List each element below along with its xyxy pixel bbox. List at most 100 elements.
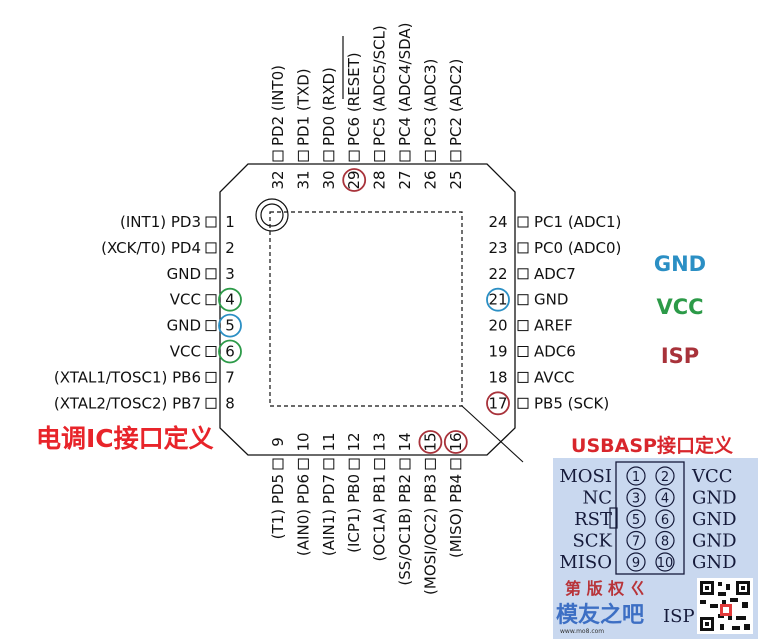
- pin-label-right-4: AREF: [534, 317, 573, 335]
- pin-label-bottom-2: (AIN1) PD7: [320, 474, 338, 556]
- usbasp-pin-number-b-4: 10: [657, 556, 674, 571]
- legend-gnd: GND: [654, 252, 706, 276]
- pin-number-right-3: 21: [488, 291, 507, 309]
- pin-label-top-2: PD0 (RXD): [320, 67, 338, 146]
- pin-number-bottom-1: 10: [294, 432, 312, 451]
- pin-pad-top-7: [450, 150, 462, 162]
- pin-label-bottom-5: (SS/OC1B) PB2: [396, 474, 414, 586]
- pin-label-left-6: (XTAL1/TOSC1) PB6: [54, 368, 201, 386]
- pin-label-left-5: VCC: [170, 343, 201, 361]
- pin-number-right-2: 22: [488, 265, 507, 283]
- pin-number-left-5: 6: [225, 343, 235, 361]
- usbasp-left-label-3: SCK: [572, 531, 612, 552]
- usbasp-left-label-2: RST: [574, 509, 612, 530]
- pin-number-top-2: 30: [320, 170, 338, 189]
- pin-pad-bottom-5: [399, 458, 411, 470]
- pin1-marker-inner: [260, 203, 284, 227]
- pin-pad-top-1: [297, 150, 309, 162]
- watermark-calligraphy: 第 版 权 ㄍ: [565, 579, 646, 598]
- usbasp-pin-circle-a-2: [626, 509, 646, 529]
- pin-highlight-vcc-left-5: [218, 339, 242, 364]
- pin-pad-left-2: [205, 268, 217, 280]
- pin-label-top-7: PC2 (ADC2): [447, 59, 465, 146]
- pin-number-left-7: 8: [225, 394, 235, 412]
- pin-label-bottom-3: (ICP1) PB0: [345, 474, 363, 553]
- pin-label-bottom-1: (AIN0) PD6: [294, 474, 312, 556]
- usbasp-pin-circle-b-0: [655, 466, 675, 486]
- pin-pad-right-1: [517, 242, 529, 254]
- pin-pad-left-5: [205, 346, 217, 357]
- usbasp-pin-number-a-0: 1: [632, 470, 640, 485]
- pin-label-left-4: GND: [167, 317, 201, 335]
- pin-pad-top-0: [272, 150, 284, 162]
- pin-number-right-6: 18: [488, 368, 507, 386]
- pin-label-right-2: ADC7: [534, 265, 576, 283]
- pin-pad-right-2: [517, 268, 529, 280]
- chip-body: [219, 163, 524, 463]
- usbasp-pin-number-b-3: 8: [661, 535, 669, 550]
- pin-label-right-0: PC1 (ADC1): [534, 213, 621, 231]
- pin-pad-top-4: [374, 150, 386, 162]
- pin-label-right-5: ADC6: [534, 343, 576, 361]
- legend-vcc: VCC: [656, 295, 703, 319]
- usbasp-pin-number-a-3: 7: [632, 535, 640, 550]
- pin-label-right-6: AVCC: [534, 368, 575, 386]
- pin-number-bottom-5: 14: [396, 432, 414, 451]
- pin-label-bottom-4: (OC1A) PB1: [371, 474, 389, 561]
- pin-highlight-vcc-left-3: [218, 287, 242, 312]
- pin-pad-bottom-6: [424, 458, 436, 470]
- pin-label-right-1: PC0 (ADC0): [534, 239, 621, 257]
- pin-label-bottom-7: (MISO) PB4: [447, 474, 465, 558]
- pin-label-top-5: PC4 (ADC4/SDA): [396, 23, 414, 147]
- pin-number-right-7: 17: [488, 394, 507, 412]
- pin-pad-top-6: [424, 150, 436, 162]
- chip-outline: [219, 163, 516, 456]
- pin-highlight-isp-right-7: [486, 391, 510, 416]
- pin-pad-bottom-2: [323, 458, 335, 470]
- pin-pad-right-3: [517, 294, 529, 306]
- pin-number-top-3: 29: [345, 170, 363, 189]
- usbasp-pin-circle-b-3: [655, 530, 675, 551]
- usbasp-left-label-1: NC: [582, 488, 612, 509]
- watermark-site-name: 模友之吧: [556, 602, 644, 628]
- pin-label-bottom-6: (MOSI/OC2) PB3: [421, 474, 439, 595]
- pin-number-right-0: 24: [488, 213, 507, 231]
- usbasp-right-label-4: GND: [692, 552, 737, 573]
- pin-pad-top-3: [348, 150, 360, 162]
- pin-number-left-2: 3: [225, 265, 235, 283]
- pin-pad-right-4: [517, 320, 529, 332]
- watermark-isp: ISP: [663, 606, 695, 627]
- usbasp-pin-circle-b-4: [655, 552, 675, 572]
- usbasp-pin-number-a-4: 9: [632, 556, 640, 571]
- pin-number-top-7: 25: [447, 170, 465, 189]
- pin-label-left-7: (XTAL2/TOSC2) PB7: [54, 394, 201, 412]
- pin-label-left-3: VCC: [170, 291, 201, 309]
- pin-number-right-1: 23: [488, 239, 507, 257]
- pin-pad-left-1: [205, 242, 217, 254]
- pin-number-left-3: 4: [225, 291, 235, 309]
- pin-pad-left-3: [205, 294, 217, 306]
- usbasp-pin-circle-b-1: [655, 487, 675, 508]
- pin-label-right-7: PB5 (SCK): [534, 394, 609, 412]
- usbasp-right-label-0: VCC: [691, 466, 733, 487]
- orientation-line: [461, 405, 524, 463]
- pin-label-top-1: PD1 (TXD): [294, 68, 312, 146]
- pin-number-left-4: 5: [225, 317, 235, 335]
- pin-pad-bottom-4: [374, 458, 386, 470]
- pin-number-top-4: 28: [371, 170, 389, 189]
- usbasp-pin-number-b-0: 2: [661, 470, 669, 485]
- usbasp-right-label-2: GND: [692, 509, 737, 530]
- pin-label-left-2: GND: [167, 265, 201, 283]
- pin-number-top-6: 26: [421, 170, 439, 189]
- usbasp-pin-circle-a-1: [626, 487, 646, 508]
- esc-ic-title: 电调IC接口定义: [36, 424, 214, 453]
- pin-label-bottom-0: (T1) PD5: [269, 474, 287, 539]
- pin-highlight-isp-bottom-6: [418, 430, 443, 454]
- pin-label-left-1: (XCK/T0) PD4: [101, 239, 201, 257]
- pin-number-left-0: 1: [225, 213, 235, 231]
